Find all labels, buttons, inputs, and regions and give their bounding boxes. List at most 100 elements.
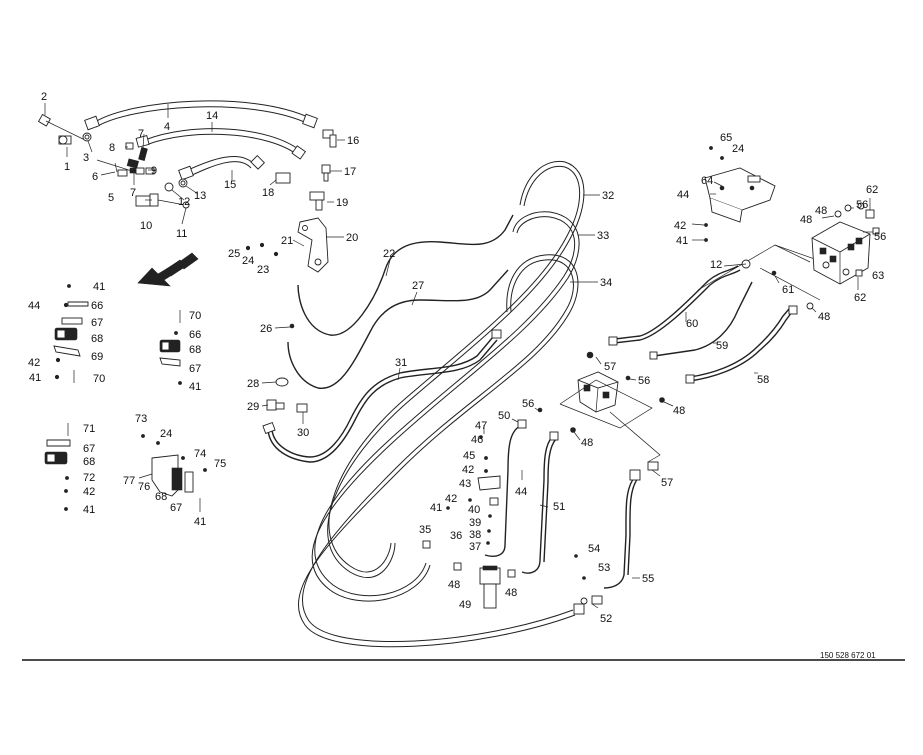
pipe-27: [287, 269, 509, 389]
callout-48-c: 48: [818, 311, 830, 323]
fitting-29: [266, 399, 285, 411]
nut-45: [484, 456, 488, 460]
fitting-17: [321, 164, 331, 182]
fitting-1: [58, 135, 72, 145]
callout-27: 27: [412, 280, 424, 292]
callout-70-a: 70: [189, 310, 201, 322]
callout-3: 3: [83, 152, 89, 164]
callout-28: 28: [247, 378, 259, 390]
callout-47: 47: [475, 420, 487, 432]
pipe-59: [649, 281, 753, 360]
callout-7-lower: 7: [130, 187, 136, 199]
callout-25: 25: [228, 248, 240, 260]
pipe-22: [297, 214, 514, 336]
callout-41-d: 41: [83, 504, 95, 516]
callout-42-b: 42: [83, 486, 95, 498]
fitting-56-side: [872, 227, 880, 235]
callout-17: 17: [344, 166, 356, 178]
callout-41-f: 41: [430, 502, 442, 514]
diagram-id: 150 528 672 01: [820, 651, 876, 660]
callout-73: 73: [135, 413, 147, 425]
hose-end-34-lower: [573, 603, 585, 615]
callout-58: 58: [757, 374, 769, 386]
fitting-35: [422, 540, 431, 549]
callout-24-right: 24: [732, 143, 744, 155]
callout-70-b: 70: [93, 373, 105, 385]
callout-18: 18: [262, 187, 274, 199]
callout-19: 19: [336, 197, 348, 209]
fitting-48-top: [834, 210, 842, 218]
callout-45: 45: [463, 450, 475, 462]
callout-67-b: 67: [189, 363, 201, 375]
callout-24-left: 24: [160, 428, 172, 440]
bracket-20: [297, 217, 329, 273]
fitting-28: [275, 377, 289, 387]
callout-57-b: 57: [661, 477, 673, 489]
callout-31: 31: [395, 357, 407, 369]
hose-4: [84, 100, 318, 131]
nut-42-lower: [468, 498, 472, 502]
callout-48-b: 48: [673, 405, 685, 417]
pipe-50: [484, 419, 527, 557]
callout-43: 43: [459, 478, 471, 490]
fitting-37: [486, 541, 490, 545]
callout-7-upper: 7: [138, 128, 144, 140]
pipe-58: [685, 305, 798, 384]
callout-52: 52: [600, 613, 612, 625]
callout-20: 20: [346, 232, 358, 244]
fitting-54: [574, 554, 578, 558]
callout-56-b: 56: [638, 375, 650, 387]
callout-65: 65: [720, 132, 732, 144]
callout-55: 55: [642, 573, 654, 585]
callout-12-upper: 12: [178, 196, 190, 208]
callout-56-c: 56: [856, 199, 868, 211]
callout-68-c: 68: [83, 456, 95, 468]
hose-14: [135, 128, 307, 160]
callout-32: 32: [602, 190, 614, 202]
callout-21: 21: [281, 235, 293, 247]
callout-10: 10: [140, 220, 152, 232]
fitting-40: [489, 497, 499, 506]
callout-15: 15: [224, 179, 236, 191]
fitting-16: [322, 129, 337, 148]
callout-59: 59: [716, 340, 728, 352]
bracket-64: [704, 167, 776, 223]
fitting-46: [479, 435, 483, 439]
fitting-19: [309, 191, 325, 211]
washer-41-lower: [446, 506, 450, 510]
callout-24-upper: 24: [242, 255, 254, 267]
fitting-12-13: [164, 178, 188, 192]
callout-76: 76: [138, 481, 150, 493]
fitting-56-top: [857, 202, 865, 210]
fitting-61: [771, 270, 777, 276]
callout-54: 54: [588, 543, 600, 555]
callout-41-c: 41: [189, 381, 201, 393]
callout-29: 29: [247, 401, 259, 413]
callout-60: 60: [686, 318, 698, 330]
callout-67-c: 67: [83, 443, 95, 455]
callout-40: 40: [468, 504, 480, 516]
callout-leaders: [44, 103, 873, 609]
valve-63: [811, 221, 871, 285]
callout-44-b: 44: [515, 486, 527, 498]
clamp-group-left-c: [44, 423, 71, 511]
fitting-39: [488, 514, 492, 518]
callout-22: 22: [383, 248, 395, 260]
callout-69: 69: [91, 351, 103, 363]
bracket-43: [477, 469, 501, 491]
callout-75: 75: [214, 458, 226, 470]
fitting-38: [487, 529, 491, 533]
callout-9: 9: [151, 165, 157, 177]
callout-42-c: 42: [462, 464, 474, 476]
callout-34: 34: [600, 277, 612, 289]
callout-16: 16: [347, 135, 359, 147]
callout-36: 36: [450, 530, 462, 542]
fitting-7-8: [125, 142, 148, 169]
callout-77: 77: [123, 475, 135, 487]
washer-41-right: [704, 238, 708, 242]
callout-30: 30: [297, 427, 309, 439]
callout-41-right: 41: [676, 235, 688, 247]
callout-13: 13: [194, 190, 206, 202]
callout-6: 6: [92, 171, 98, 183]
